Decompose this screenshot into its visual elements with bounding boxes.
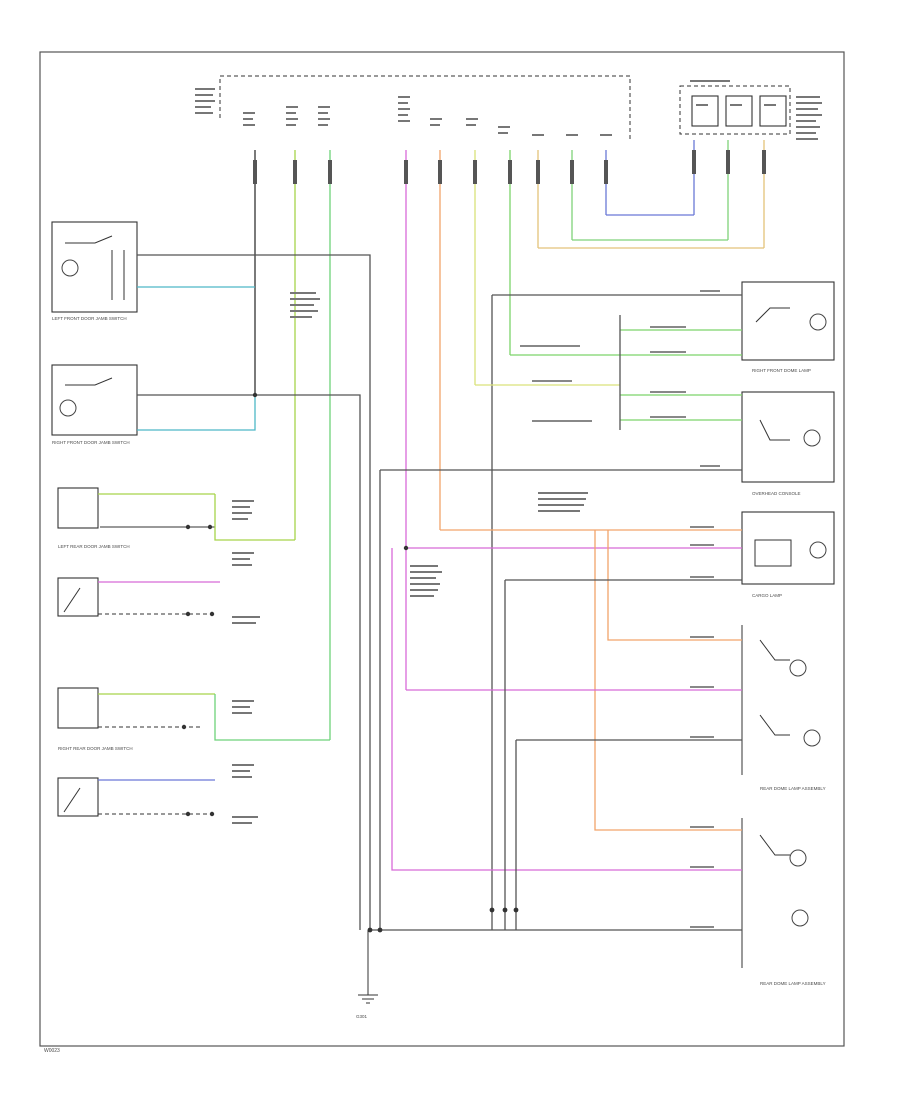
right-front-door-switch-label: RIGHT FRONT DOOR JAMB SWITCH [52,440,130,445]
left-rear-door-switch-label: LEFT REAR DOOR JAMB SWITCH [58,544,130,549]
left-rear-door-switch: LEFT REAR DOOR JAMB SWITCH [57,487,295,549]
right-rear-door-switch: RIGHT REAR DOOR JAMB SWITCH [57,687,330,751]
feed-connectors [253,150,766,184]
overhead-console-lamp: OVERHEAD CONSOLE [741,391,835,496]
right-rear-door-switch-label: RIGHT REAR DOOR JAMB SWITCH [58,746,133,751]
right-front-dome-lamp-label: RIGHT FRONT DOME LAMP [752,368,811,373]
center-lamps: REAR DOME LAMP ASSEMBLY [741,625,826,791]
ground-label: G301 [356,1014,368,1019]
rear-dome-lamps-label: REAR DOME LAMP ASSEMBLY [760,981,826,986]
cargo-lamp: CARGO LAMP [741,511,835,598]
diagram-code: W0023 [44,1048,60,1054]
right-side-wires [370,294,742,931]
top-connector-labels [195,88,612,136]
left-rear-jamb-switch [57,577,220,617]
rear-dome-lamps: REAR DOME LAMP ASSEMBLY [741,818,826,986]
right-rear-jamb-switch [57,777,215,817]
diagram-frame [39,51,845,1047]
top-distribution-bracket [219,75,631,140]
center-lamps-label: REAR DOME LAMP ASSEMBLY [760,786,826,791]
left-front-door-switch-label: LEFT FRONT DOOR JAMB SWITCH [52,316,127,321]
fuse-box-top-right [679,80,822,140]
cargo-lamp-label: CARGO LAMP [752,593,782,598]
right-front-door-switch: RIGHT FRONT DOOR JAMB SWITCH [51,364,138,445]
front-door-wires [137,254,371,930]
right-wire-labels [520,290,720,928]
left-front-door-switch: LEFT FRONT DOOR JAMB SWITCH [51,221,138,321]
ground-symbol: G301 [356,930,378,1019]
rear-switch-notes [232,292,588,824]
right-front-dome-lamp: RIGHT FRONT DOME LAMP [741,281,835,373]
overhead-console-label: OVERHEAD CONSOLE [752,491,801,496]
feed-wires [254,140,765,740]
splice-points [252,392,519,933]
